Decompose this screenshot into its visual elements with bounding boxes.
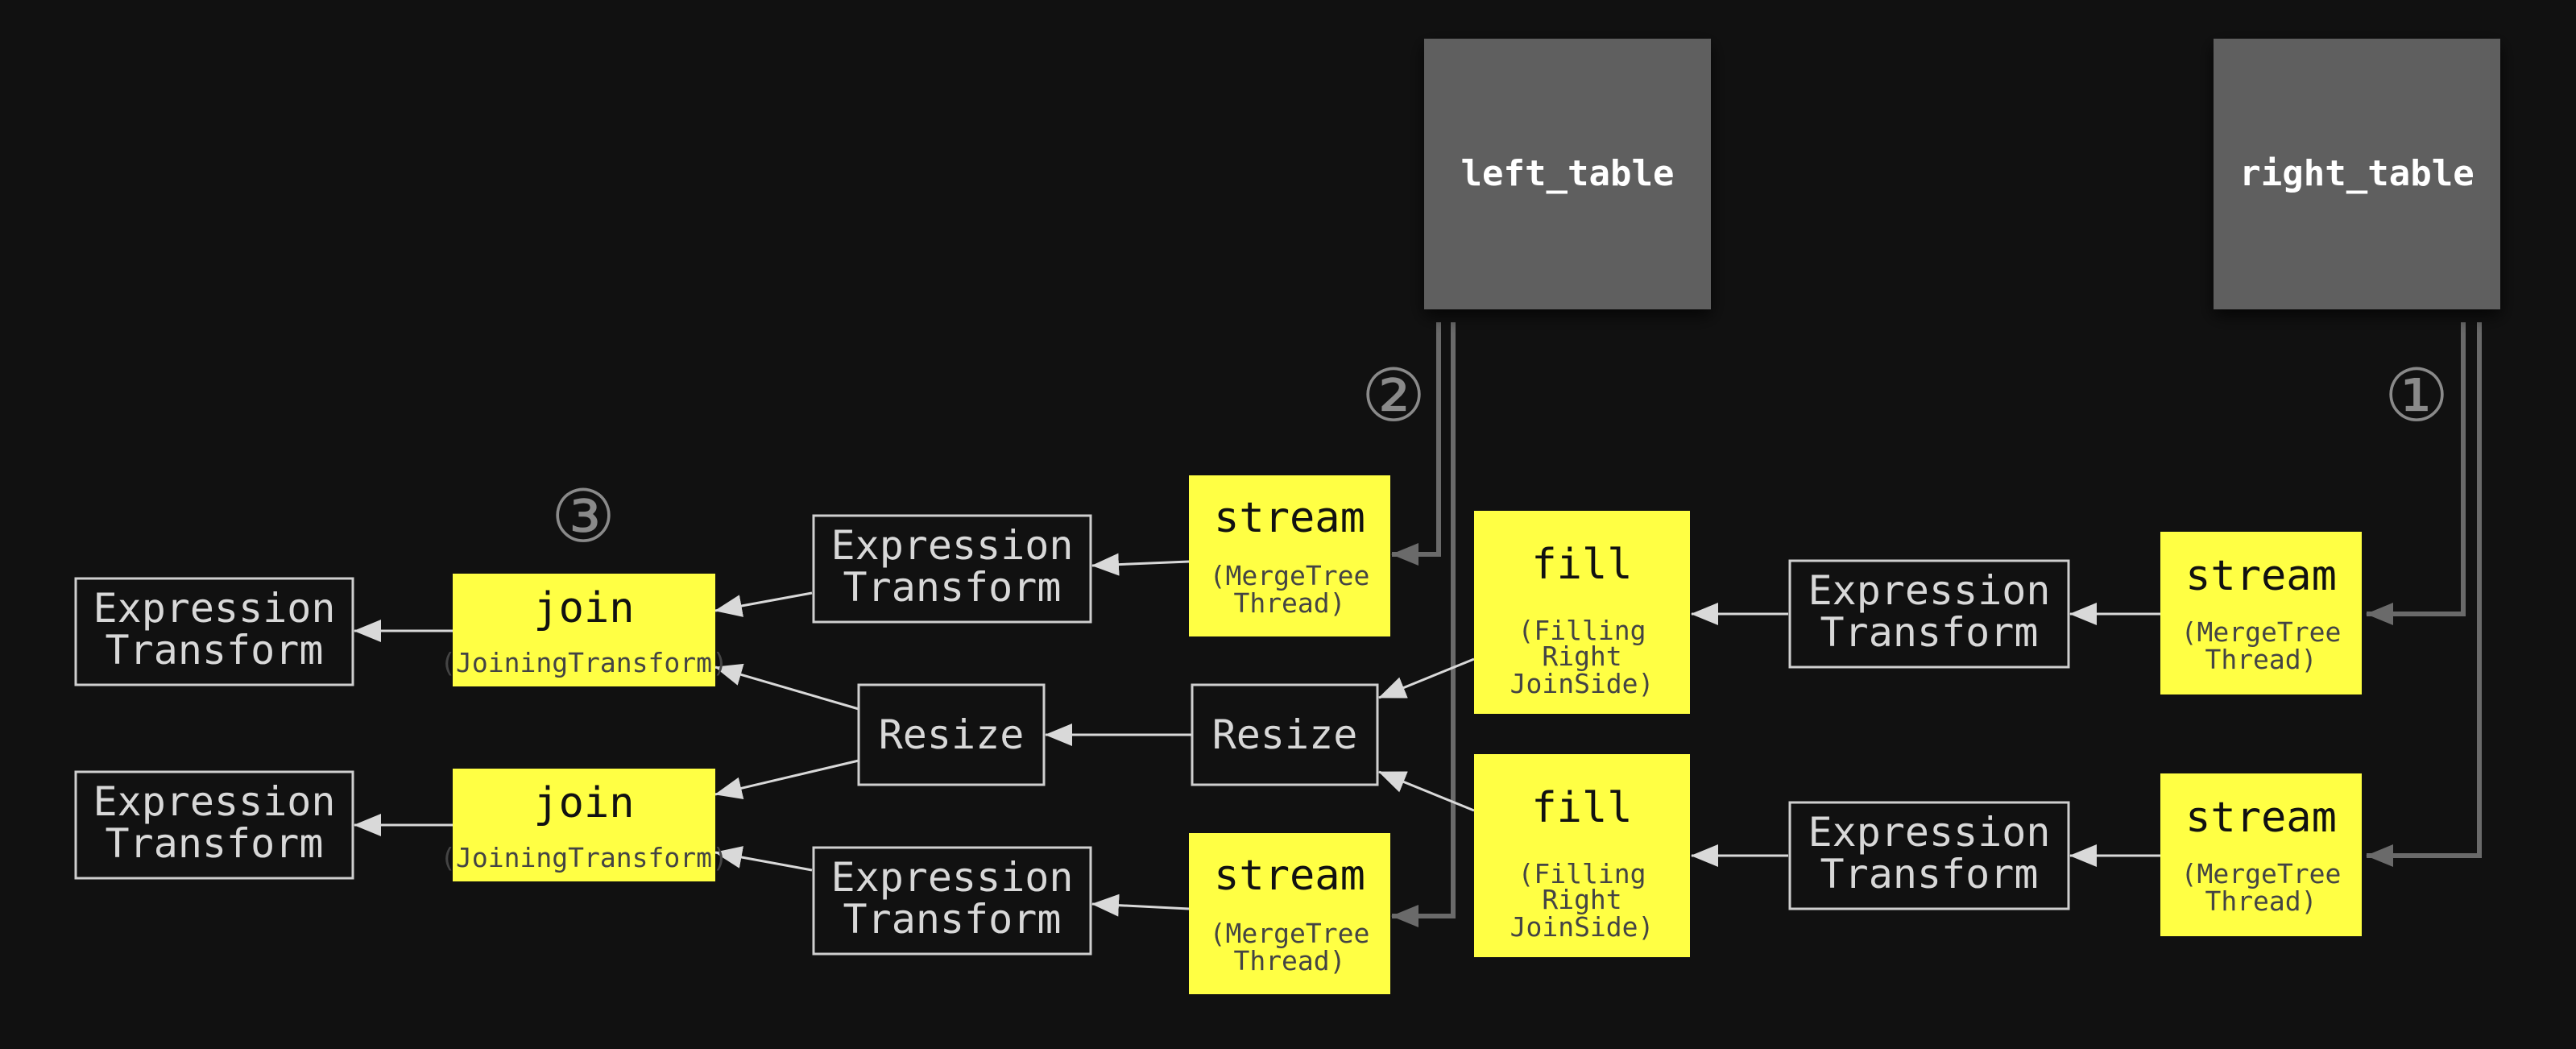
output-expression-bottom-node: Expression Transform — [74, 770, 354, 880]
step-one-marker: ① — [2384, 354, 2450, 438]
left-expression-top-line1: Expression — [830, 522, 1073, 569]
fill-top-line3: JoinSide) — [1510, 668, 1655, 699]
output-expression-bottom-line2: Transform — [106, 820, 324, 867]
join-top-sub: (JoiningTransform) — [440, 647, 728, 678]
resize-left-label: Resize — [879, 711, 1025, 758]
right-stream-bottom-node: stream (MergeTree Thread) — [2160, 773, 2362, 936]
left-expression-bottom-line1: Expression — [830, 854, 1073, 901]
left-expression-bottom-node: Expression Transform — [812, 846, 1092, 956]
resize-left-node: Resize — [857, 683, 1046, 786]
output-expression-top-line2: Transform — [106, 627, 324, 674]
edge-resize-left-to-join-top — [714, 663, 859, 711]
edge-fill-bottom-to-resize-right — [1378, 770, 1475, 812]
left-stream-top-title: stream — [1214, 494, 1365, 542]
left-stream-top-node: stream (MergeTree Thread) — [1189, 475, 1390, 636]
left-stream-top-line1: (MergeTree — [1210, 560, 1370, 591]
right-expression-top-line1: Expression — [1808, 567, 2050, 614]
fill-top-line2: Right — [1542, 641, 1621, 672]
edge-resize-left-to-join-bottom — [714, 759, 859, 800]
right-table-label: right_table — [2239, 153, 2474, 194]
left-stream-bottom-line1: (MergeTree — [1210, 918, 1370, 949]
join-top-title: join — [533, 584, 634, 632]
edge-fill-top-to-resize-right — [1378, 657, 1475, 699]
right-expression-bottom-node: Expression Transform — [1788, 801, 2070, 910]
edge-lstream-top-to-lexpr-top — [1091, 553, 1190, 576]
edge-lstream-bottom-to-lexpr-bottom — [1091, 894, 1190, 917]
fill-top-node: fill (Filling Right JoinSide) — [1474, 511, 1690, 714]
join-top-node: join (JoiningTransform) — [440, 574, 728, 686]
left-table-label: left_table — [1461, 153, 1675, 194]
edge-right-table-to-stream-top — [2366, 322, 2466, 625]
fill-bottom-line3: JoinSide) — [1510, 911, 1655, 943]
edge-left-table-to-stream-top — [1391, 322, 1441, 566]
left-stream-bottom-title: stream — [1214, 852, 1365, 900]
step-two-marker: ② — [1361, 354, 1427, 438]
fill-top-line1: (Filling — [1518, 615, 1646, 646]
join-bottom-sub: (JoiningTransform) — [440, 842, 728, 873]
left-expression-bottom-line2: Transform — [843, 896, 1062, 943]
right-stream-top-line2: Thread) — [2205, 644, 2317, 675]
step-three-marker: ③ — [551, 475, 616, 559]
left-stream-bottom-line2: Thread) — [1233, 945, 1345, 976]
fill-top-title: fill — [1531, 541, 1632, 589]
right-expression-top-line2: Transform — [1820, 609, 2039, 656]
right-stream-top-node: stream (MergeTree Thread) — [2160, 532, 2362, 694]
fill-bottom-node: fill (Filling Right JoinSide) — [1474, 754, 1690, 957]
right-stream-top-line1: (MergeTree — [2181, 616, 2342, 648]
output-expression-top-node: Expression Transform — [74, 577, 354, 686]
resize-right-node: Resize — [1191, 683, 1379, 786]
output-expression-top-line1: Expression — [93, 585, 335, 632]
right-stream-bottom-title: stream — [2185, 794, 2337, 842]
left-expression-top-line2: Transform — [843, 564, 1062, 611]
fill-bottom-line1: (Filling — [1518, 858, 1646, 889]
right-table-node: right_table — [2214, 39, 2500, 309]
left-table-node: left_table — [1424, 39, 1711, 309]
resize-right-label: Resize — [1212, 711, 1358, 758]
edge-right-table-to-stream-bottom — [2366, 322, 2482, 867]
right-stream-top-title: stream — [2185, 552, 2337, 600]
right-expression-top-node: Expression Transform — [1788, 559, 2070, 669]
right-expression-bottom-line1: Expression — [1808, 809, 2050, 856]
output-expression-bottom-line1: Expression — [93, 778, 335, 825]
right-stream-bottom-line1: (MergeTree — [2181, 858, 2342, 889]
left-stream-bottom-node: stream (MergeTree Thread) — [1189, 833, 1390, 994]
right-expression-bottom-line2: Transform — [1820, 851, 2039, 898]
edge-lexpr-bottom-to-join-bottom — [714, 846, 813, 872]
fill-bottom-title: fill — [1531, 784, 1632, 832]
left-expression-top-node: Expression Transform — [812, 514, 1092, 624]
edge-lexpr-top-to-join-top — [714, 591, 813, 617]
right-stream-bottom-line2: Thread) — [2205, 885, 2317, 917]
edge-left-table-to-stream-bottom — [1391, 322, 1456, 927]
left-stream-top-line2: Thread) — [1233, 587, 1345, 619]
join-bottom-title: join — [533, 779, 634, 827]
join-bottom-node: join (JoiningTransform) — [440, 769, 728, 881]
fill-bottom-line2: Right — [1542, 884, 1621, 915]
